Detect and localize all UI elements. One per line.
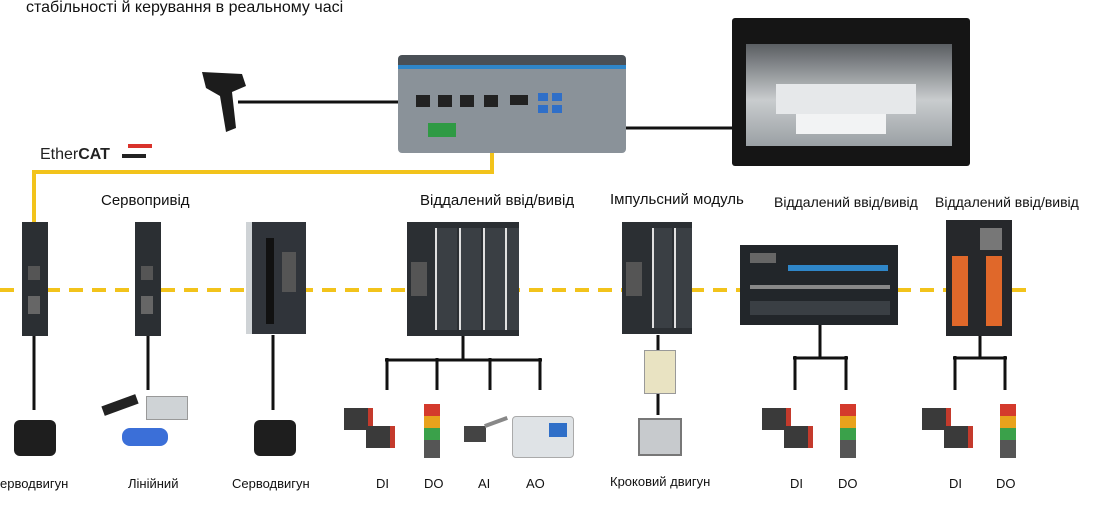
sensor-icon	[762, 408, 814, 448]
label-di-2: DI	[790, 476, 803, 491]
header-remote-io-2: Віддалений ввід/вивід	[774, 194, 918, 210]
remote-io-icon	[946, 220, 1012, 336]
servo-motor-icon	[254, 420, 296, 456]
industrial-pc-icon	[398, 55, 626, 153]
servo-drive-icon	[246, 222, 306, 334]
sensor-icon	[344, 408, 396, 448]
label-linear: Лінійний	[128, 476, 179, 491]
label-ai: AI	[478, 476, 491, 491]
servo-drive-icon	[22, 222, 48, 336]
pulse-drive-icon	[644, 350, 676, 394]
pulse-module-icon	[622, 222, 692, 334]
label-ao: AO	[526, 476, 545, 491]
label-do-3: DO	[996, 476, 1016, 491]
title-text: стабільності й керування в реальному час…	[26, 0, 344, 16]
label-servo-motor-1: ерводвигун	[0, 476, 69, 491]
analog-display-icon	[512, 416, 574, 458]
stepper-motor-icon	[638, 418, 682, 456]
label-do-1: DO	[424, 476, 444, 491]
touch-monitor-icon	[732, 18, 970, 166]
sensor-icon	[922, 408, 974, 448]
servo-drive-icon	[135, 222, 161, 336]
header-remote-io-3: Віддалений ввід/вивід	[935, 194, 1079, 210]
monitor-screen	[746, 44, 952, 146]
label-di-3: DI	[949, 476, 962, 491]
ethercat-logo-cat: CAT	[78, 146, 110, 163]
ethercat-arrow-icon	[128, 144, 152, 148]
label-di-1: DI	[376, 476, 389, 491]
linear-motor-icon	[101, 392, 188, 452]
signal-tower-icon	[1000, 404, 1016, 464]
label-servo-motor-2: Серводвигун	[232, 476, 310, 491]
ethercat-logo-ether: Ether	[40, 146, 79, 163]
label-do-2: DO	[838, 476, 858, 491]
remote-io-icon	[740, 245, 898, 325]
header-remote-io-1: Віддалений ввід/вивід	[420, 192, 575, 209]
industrial-pc-blue-stripe	[398, 65, 626, 69]
ethercat-logo: EtherCAT	[40, 144, 152, 164]
signal-tower-icon	[424, 404, 440, 464]
header-servo-drive: Сервопривід	[101, 192, 190, 209]
label-stepper: Кроковий двигун	[610, 474, 711, 489]
analog-sensor-icon	[464, 416, 508, 446]
signal-tower-icon	[840, 404, 856, 464]
remote-io-icon	[407, 222, 519, 336]
servo-motor-icon	[14, 420, 56, 456]
header-pulse-module: Імпульсний модуль	[610, 191, 744, 208]
ethercat-arrow-back-icon	[122, 154, 146, 158]
